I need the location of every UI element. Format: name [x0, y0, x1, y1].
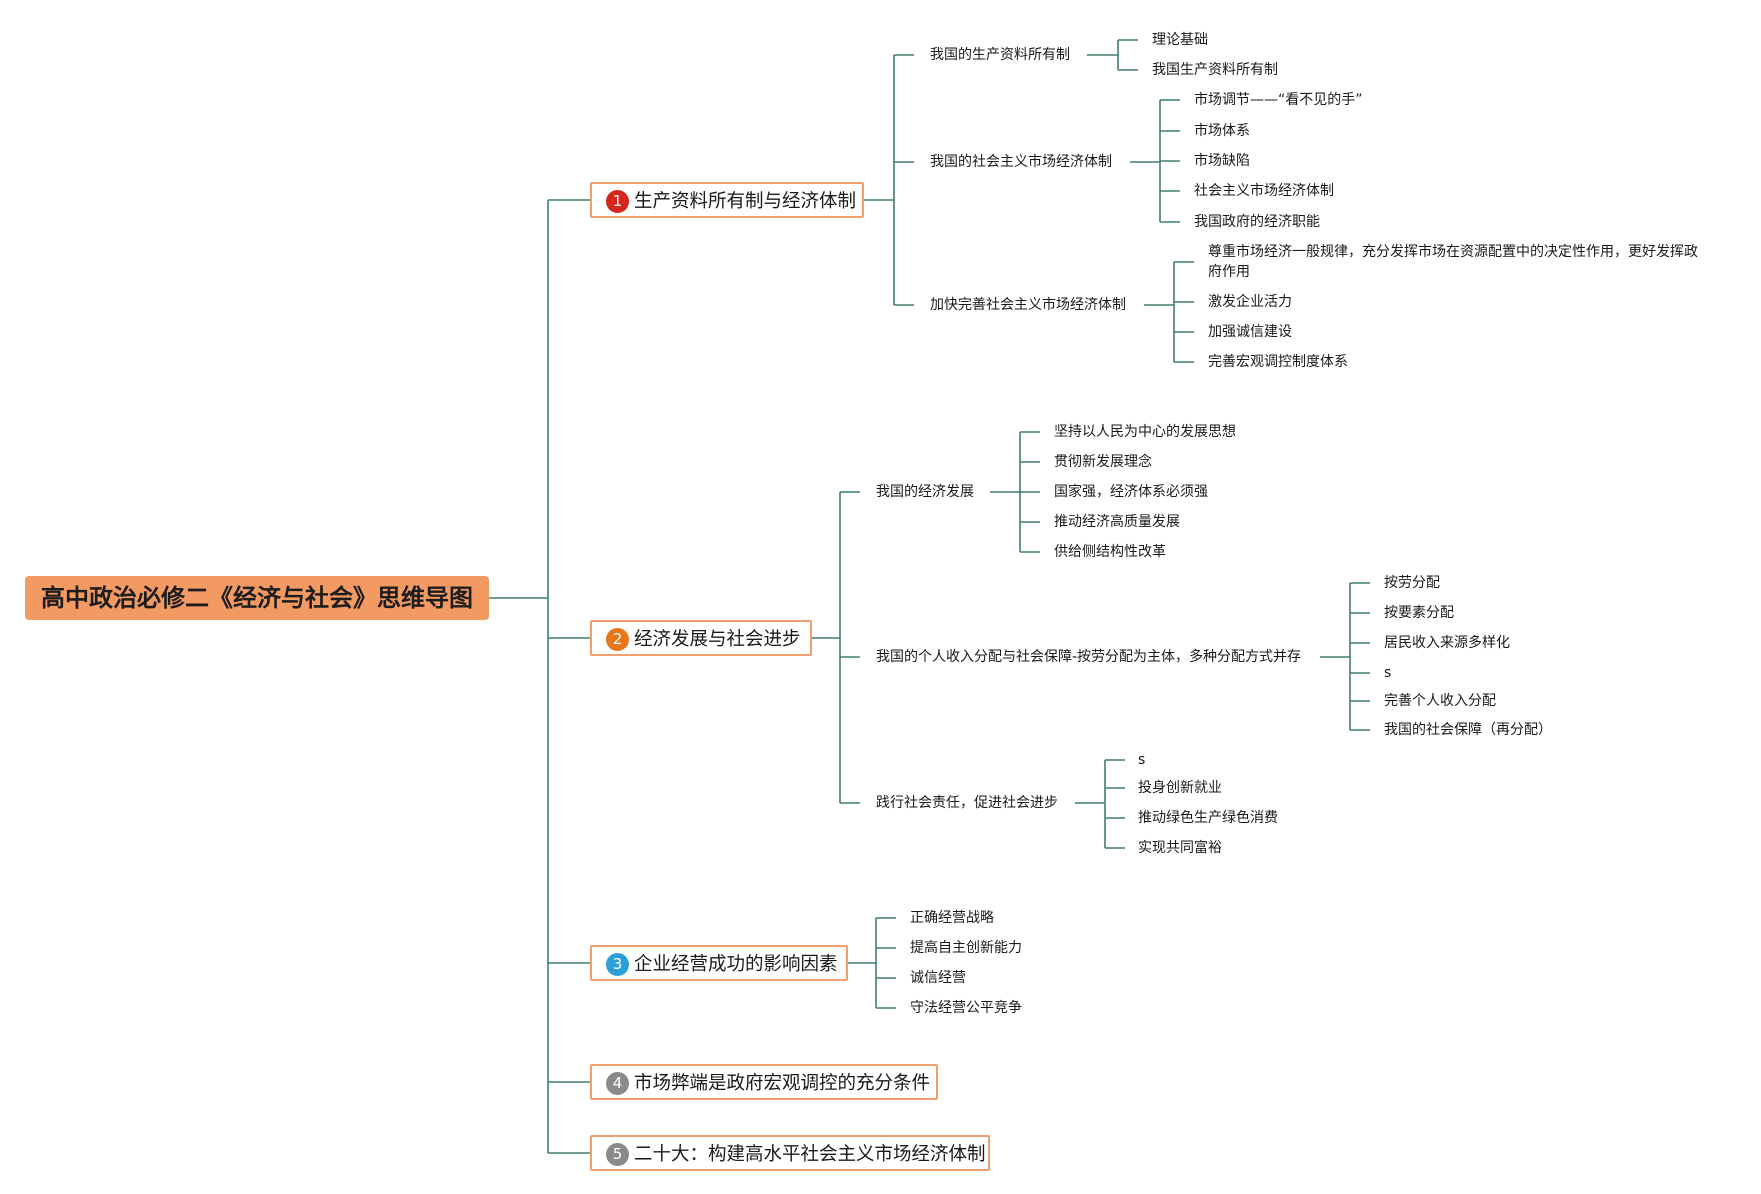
topic-2-label: 经济发展与社会进步: [634, 629, 801, 650]
leaf-item[interactable]: 提高自主创新能力: [910, 940, 1022, 956]
sub-topic-1-1[interactable]: 我国的生产资料所有制: [930, 47, 1070, 63]
number-badge-4: 4: [606, 1072, 629, 1095]
leaf-item[interactable]: 推动绿色生产绿色消费: [1138, 810, 1278, 826]
topic-3-label: 企业经营成功的影响因素: [634, 954, 838, 975]
topic-1-label: 生产资料所有制与经济体制: [634, 191, 857, 212]
leaf-item[interactable]: 我国的社会保障（再分配）: [1384, 722, 1552, 738]
leaf-item[interactable]: 社会主义市场经济体制: [1194, 183, 1334, 199]
number-badge-5: 5: [606, 1143, 629, 1166]
leaf-item[interactable]: 贯彻新发展理念: [1054, 454, 1152, 470]
leaf-item[interactable]: 居民收入来源多样化: [1384, 635, 1510, 651]
leaf-item[interactable]: s: [1138, 752, 1146, 768]
leaf-item[interactable]: 市场调节——“看不见的手”: [1194, 92, 1363, 108]
leaf-item[interactable]: 我国政府的经济职能: [1194, 214, 1320, 230]
leaf-item[interactable]: 推动经济高质量发展: [1054, 514, 1180, 530]
leaf-item[interactable]: s: [1384, 665, 1392, 681]
number-badge-1: 1: [606, 190, 629, 213]
leaf-item[interactable]: 坚持以人民为中心的发展思想: [1054, 424, 1236, 440]
leaf-item[interactable]: 我国生产资料所有制: [1152, 62, 1278, 78]
topic-4[interactable]: 4 市场弊端是政府宏观调控的充分条件: [590, 1064, 938, 1100]
leaf-item[interactable]: 按劳分配: [1384, 575, 1440, 591]
topic-3[interactable]: 3 企业经营成功的影响因素: [590, 945, 848, 981]
leaf-item[interactable]: 正确经营战略: [910, 910, 994, 926]
leaf-item[interactable]: 诚信经营: [910, 970, 966, 986]
sub-topic-1-3[interactable]: 加快完善社会主义市场经济体制: [930, 297, 1126, 313]
leaf-item[interactable]: 实现共同富裕: [1138, 840, 1222, 856]
root-topic[interactable]: 高中政治必修二《经济与社会》思维导图: [25, 576, 489, 620]
leaf-item[interactable]: 按要素分配: [1384, 605, 1454, 621]
leaf-item[interactable]: 投身创新就业: [1138, 780, 1222, 796]
topic-1[interactable]: 1 生产资料所有制与经济体制: [590, 182, 864, 218]
leaf-item[interactable]: 供给侧结构性改革: [1054, 544, 1166, 560]
topic-5[interactable]: 5 二十大：构建高水平社会主义市场经济体制: [590, 1135, 990, 1171]
topic-2[interactable]: 2 经济发展与社会进步: [590, 620, 812, 656]
leaf-item[interactable]: 完善宏观调控制度体系: [1208, 354, 1348, 370]
leaf-item[interactable]: 加强诚信建设: [1208, 324, 1292, 340]
sub-topic-2-2[interactable]: 我国的个人收入分配与社会保障-按劳分配为主体，多种分配方式并存: [876, 649, 1302, 665]
sub-topic-2-3[interactable]: 践行社会责任，促进社会进步: [876, 795, 1058, 811]
number-badge-2: 2: [606, 628, 629, 651]
sub-topic-2-1[interactable]: 我国的经济发展: [876, 484, 974, 500]
leaf-item[interactable]: 尊重市场经济一般规律，充分发挥市场在资源配置中的决定性作用，更好发挥政府作用: [1208, 244, 1698, 280]
leaf-item[interactable]: 市场体系: [1194, 123, 1250, 139]
leaf-item[interactable]: 完善个人收入分配: [1384, 693, 1496, 709]
leaf-item[interactable]: 激发企业活力: [1208, 294, 1292, 310]
leaf-item[interactable]: 理论基础: [1152, 32, 1208, 48]
topic-5-label: 二十大：构建高水平社会主义市场经济体制: [634, 1144, 986, 1165]
leaf-item[interactable]: 国家强，经济体系必须强: [1054, 484, 1208, 500]
leaf-item[interactable]: 守法经营公平竞争: [910, 1000, 1022, 1016]
number-badge-3: 3: [606, 953, 629, 976]
leaf-item[interactable]: 市场缺陷: [1194, 153, 1250, 169]
sub-topic-1-2[interactable]: 我国的社会主义市场经济体制: [930, 154, 1112, 170]
topic-4-label: 市场弊端是政府宏观调控的充分条件: [634, 1073, 931, 1094]
